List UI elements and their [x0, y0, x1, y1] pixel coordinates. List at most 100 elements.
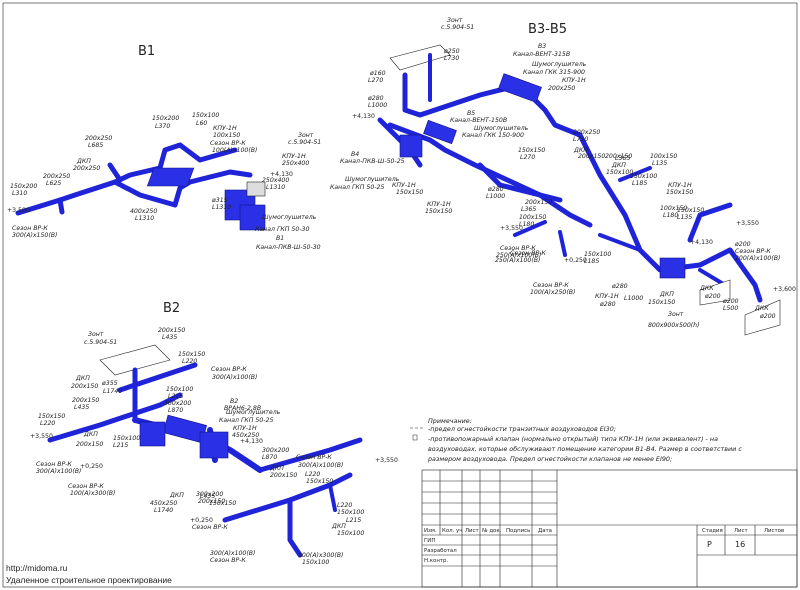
callout-label-b3b5: КПУ-1Н	[668, 182, 692, 189]
stamp-row-developer: Разработал	[424, 548, 457, 554]
callout-label-b1: L310	[12, 190, 27, 197]
callout-label-b3b5: 250(А)x100(В)	[496, 252, 541, 259]
callout-label-b2: 200x150	[71, 383, 98, 390]
callout-label-b2: 150x100	[337, 509, 364, 516]
callout-label-b3b5: Зонт	[447, 17, 463, 24]
callout-label-b3b5: L270	[368, 77, 383, 84]
system-title-b3b5: В3-В5	[528, 22, 567, 37]
callout-label-b2: Зонт	[88, 331, 104, 338]
callout-label-b2: ø355	[101, 380, 118, 387]
callout-label-b2: Сезон ВР-К	[36, 461, 72, 468]
callout-label-b1: L1310	[135, 215, 154, 222]
callout-label-b3b5: ДКК	[699, 285, 714, 292]
callout-label-b3b5: Канал-ВЕНТ-315В	[513, 51, 570, 58]
callout-label-b2: Сезон ВР-К	[296, 454, 332, 461]
callout-label-b3b5: КПУ-1Н	[427, 201, 451, 208]
callout-label-b2: 300(А)x100(В)	[298, 462, 343, 469]
callout-label-b1: КПУ-1Н	[282, 153, 306, 160]
callout-label-b3b5: Сезон ВР-К	[735, 248, 771, 255]
callout-label-b1: КПУ-1Н	[213, 125, 237, 132]
callout-label-b1: 150x200	[152, 115, 179, 122]
callout-label-b2: с.5.904-51	[84, 339, 117, 346]
callout-label-b1: Шумоглушитель	[262, 214, 317, 221]
callout-label-b2: L220	[337, 502, 352, 509]
callout-label-b3b5: L270	[520, 154, 535, 161]
callout-label-b2: 150x150	[209, 500, 236, 507]
callout-label-b3b5: +3,550	[736, 220, 759, 227]
labels-b3b5: Зонтс.5.904-51ø250L730В3Канал-ВЕНТ-315ВШ…	[330, 17, 796, 329]
callout-label-b3b5: L135	[677, 214, 692, 221]
callout-label-b2: L220	[40, 420, 55, 427]
callout-label-b3b5: В3	[538, 43, 546, 50]
note-line-1: -предел огнестойкости транзитных воздухо…	[428, 425, 616, 433]
callout-label-b1: В1	[276, 235, 284, 242]
callout-label-b1: Сезон ВР-К	[12, 225, 48, 232]
callout-label-b2: L870	[168, 407, 183, 414]
callout-label-b1: L60	[196, 120, 207, 127]
callout-label-b1: Сезон ВР-К	[210, 140, 246, 147]
callout-label-b3b5: L365	[615, 155, 630, 162]
callout-label-b2: 450x250	[150, 500, 177, 507]
callout-label-b2: +3,550	[30, 433, 53, 440]
stamp-sheets-label: Листов	[764, 528, 784, 534]
footer-url[interactable]: http://midoma.ru	[6, 563, 68, 573]
callout-label-b3b5: ДКП	[659, 291, 674, 298]
callout-label-b2: 300(А)x100(В)	[36, 468, 81, 475]
callout-label-b3b5: Канал-ПКВ-Ш-50-25	[340, 158, 405, 165]
callout-label-b3b5: ø280	[487, 186, 504, 193]
callout-label-b3b5: Канал ГКК 150-900	[462, 132, 524, 139]
callout-label-b3b5: 150x100	[584, 251, 611, 258]
callout-label-b3b5: Сезон ВР-К	[510, 250, 546, 257]
callout-label-b3b5: ДКП	[611, 162, 626, 169]
callout-label-b2: В2	[230, 398, 238, 405]
callout-label-b2: 100(А)x300(В)	[70, 490, 115, 497]
callout-label-b2: ДКП	[169, 492, 184, 499]
callout-label-b2: 150x100	[337, 530, 364, 537]
stamp-col-2: Кол. уч	[442, 528, 462, 534]
callout-label-b1: 150x100	[192, 112, 219, 119]
callout-label-b2: L435	[200, 493, 215, 500]
callout-label-b2: 300x200	[262, 447, 289, 454]
stamp-col-6: Дата	[538, 528, 552, 534]
callout-label-b3b5: 150x150	[425, 208, 452, 215]
callout-label-b3b5: ДКК	[754, 305, 769, 312]
callout-label-b2: 150x100	[166, 386, 193, 393]
callout-label-b3b5: L180	[519, 221, 534, 228]
stamp-row-normcontrol: Н.контр.	[424, 558, 448, 564]
callout-label-b3b5: 200x250	[573, 129, 600, 136]
callout-label-b3b5: L1000	[368, 102, 387, 109]
callout-label-b2: L1740	[154, 507, 173, 514]
callout-label-b3b5: 200x150	[525, 199, 552, 206]
callout-label-b2: L215	[168, 393, 183, 400]
callout-label-b1: 100x150	[213, 132, 240, 139]
callout-label-b3b5: Сезон ВР-К	[533, 282, 569, 289]
callout-label-b3b5: 100x150	[519, 214, 546, 221]
callout-label-b2: 150x100	[302, 559, 329, 566]
stamp-row-gip: ГИП	[424, 538, 435, 544]
callout-label-b3b5: ø280	[611, 283, 628, 290]
stamp-col-4: № док.	[482, 528, 502, 534]
callout-label-b2: 200x150	[76, 441, 103, 448]
callout-label-b2: Сезон ВР-К	[210, 557, 246, 564]
callout-label-b3b5: 100x150	[660, 205, 687, 212]
callout-label-b1: L1310	[266, 184, 285, 191]
callout-label-b3b5: L185	[584, 258, 599, 265]
callout-label-b2: ВРАН6-2,8В	[224, 405, 261, 412]
callout-label-b1: 100(А)x100(В)	[212, 147, 257, 154]
callout-label-b3b5: ø200	[759, 313, 776, 320]
duct-network-b1	[15, 142, 266, 231]
duct-network-b2	[47, 344, 363, 558]
callout-label-b3b5: +3,600	[773, 286, 796, 293]
callout-label-b2: 200x150	[158, 327, 185, 334]
callout-label-b1: ø315	[211, 197, 228, 204]
callout-label-b2: L435	[162, 334, 177, 341]
callout-label-b2: 200x150	[270, 472, 297, 479]
callout-label-b2: 100(А)x300(В)	[298, 552, 343, 559]
notes-title: Примечание:	[428, 417, 472, 425]
callout-label-b3b5: 200x150	[578, 153, 605, 160]
callout-label-b1: Канал ГКП 50-30	[255, 226, 309, 233]
callout-label-b3b5: 150x100	[606, 169, 633, 176]
callout-label-b3b5: L500	[723, 305, 738, 312]
stamp-col-3: Лист	[465, 528, 479, 534]
